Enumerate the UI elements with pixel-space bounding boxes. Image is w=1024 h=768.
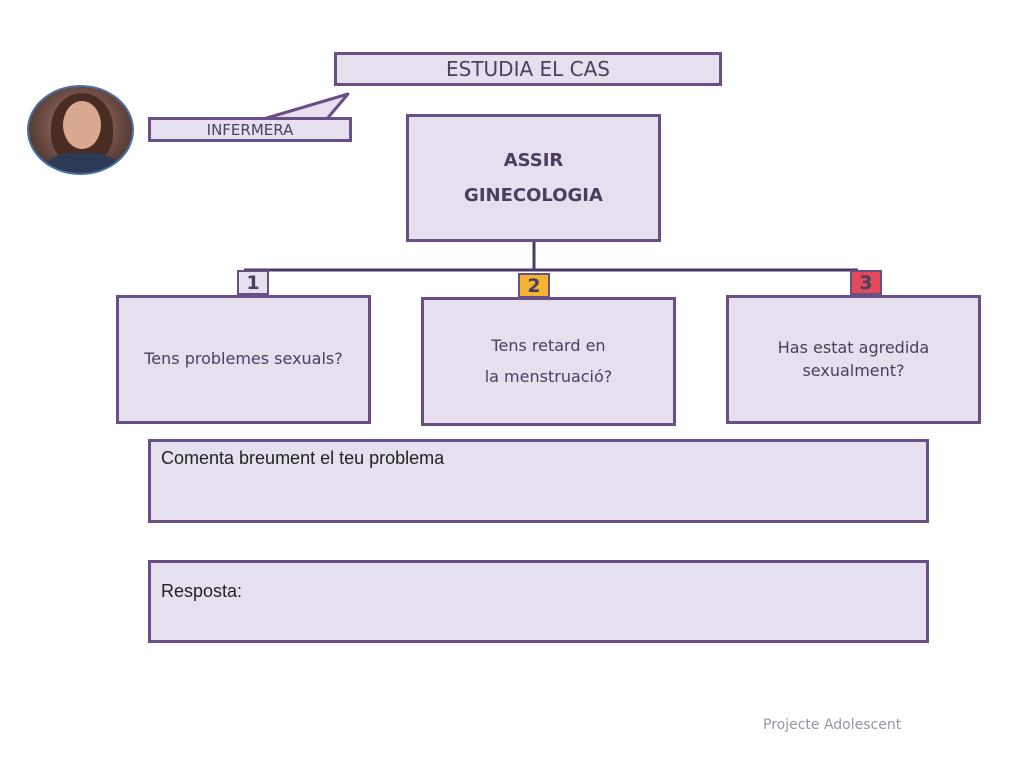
option-number-badge-2: 2	[518, 273, 550, 298]
answer-label: Resposta:	[161, 581, 243, 601]
option-2-text-line-2: la menstruació?	[484, 366, 613, 386]
option-2-text-line-1: Tens retard en	[491, 336, 606, 356]
option-number-badge-3: 3	[850, 270, 882, 295]
page-title: ESTUDIA EL CAS	[445, 57, 610, 81]
option-3-text-line-2: sexualment?	[802, 360, 905, 380]
comment-label: Comenta breument el teu problema	[161, 448, 445, 468]
speaker-text: INFERMERA	[206, 120, 294, 139]
avatar-shirt	[47, 153, 117, 173]
option-3-text-line-1: Has estat agredida	[777, 338, 930, 358]
comment-field[interactable]: Comenta breument el teu problema	[148, 439, 929, 523]
option-box-3[interactable]: Has estat agredida sexualment?	[726, 295, 981, 424]
speaker-label: INFERMERA	[148, 117, 352, 142]
title-box: ESTUDIA EL CAS	[334, 52, 722, 86]
answer-field[interactable]: Resposta:	[148, 560, 929, 643]
option-box-2[interactable]: Tens retard en la menstruació?	[421, 297, 676, 426]
option-1-text: Tens problemes sexuals?	[144, 349, 343, 369]
avatar-face	[63, 101, 101, 149]
option-number-badge-1: 1	[237, 270, 269, 295]
option-box-1[interactable]: Tens problemes sexuals?	[116, 295, 371, 424]
category-line-2: GINECOLOGIA	[464, 185, 603, 206]
category-box: ASSIR GINECOLOGIA	[406, 114, 661, 242]
footer-text: Projecte Adolescent	[763, 717, 902, 733]
category-line-1: ASSIR	[503, 150, 564, 171]
nurse-avatar	[27, 85, 134, 175]
